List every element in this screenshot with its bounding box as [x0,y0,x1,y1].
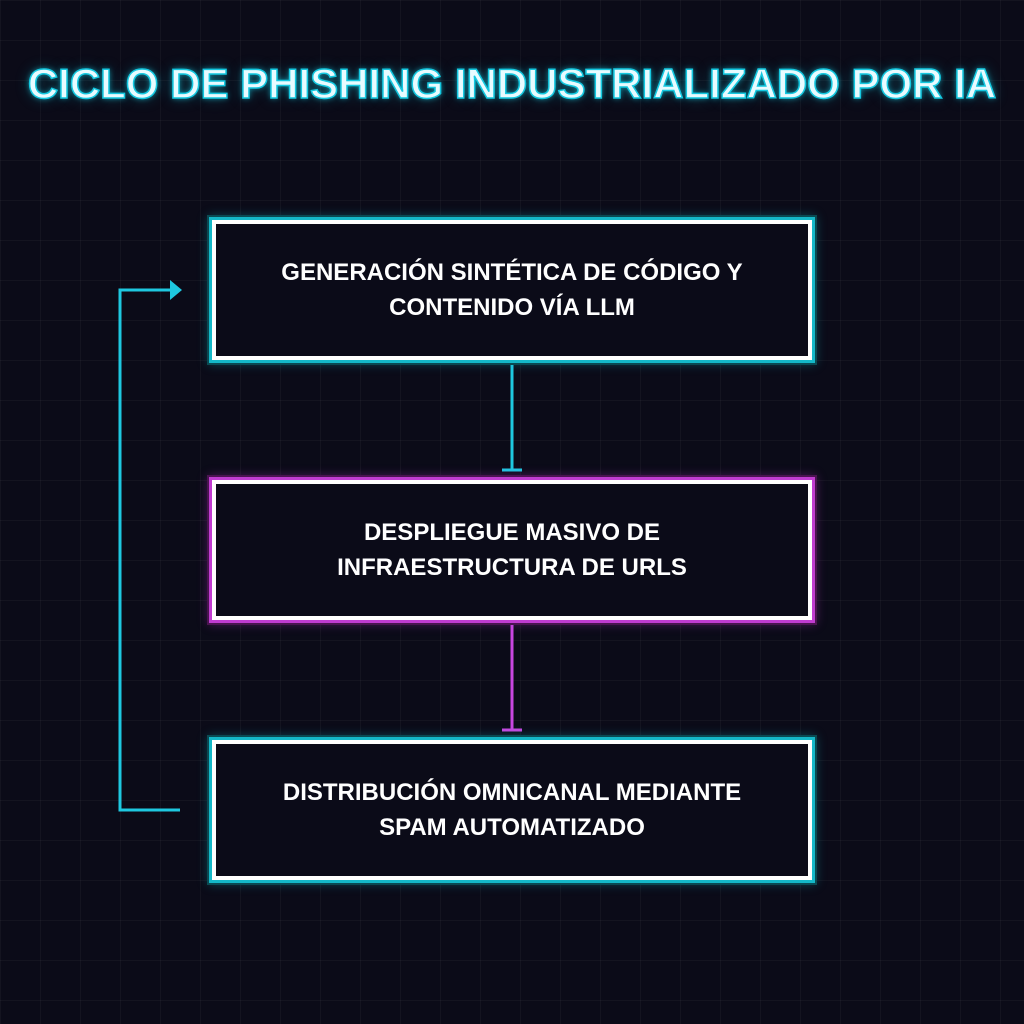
step-box-generation: GENERACIÓN SINTÉTICA DE CÓDIGO Y CONTENI… [212,220,812,360]
diagram-title: CICLO DE PHISHING INDUSTRIALIZADO POR IA [27,59,997,108]
step-box-distribution: DISTRIBUCIÓN OMNICANAL MEDIANTE SPAM AUT… [212,740,812,880]
step-label-generation: GENERACIÓN SINTÉTICA DE CÓDIGO Y CONTENI… [281,259,743,321]
arrow-step2-to-step3 [502,622,522,732]
arrow-step1-to-step2 [502,362,522,472]
step-label-deployment: DESPLIEGUE MASIVO DE INFRAESTRUCTURA DE … [337,519,687,581]
step-label-distribution: DISTRIBUCIÓN OMNICANAL MEDIANTE SPAM AUT… [282,779,742,841]
step-box-deployment: DESPLIEGUE MASIVO DE INFRAESTRUCTURA DE … [212,480,812,620]
loop-back-arrow [118,280,182,812]
